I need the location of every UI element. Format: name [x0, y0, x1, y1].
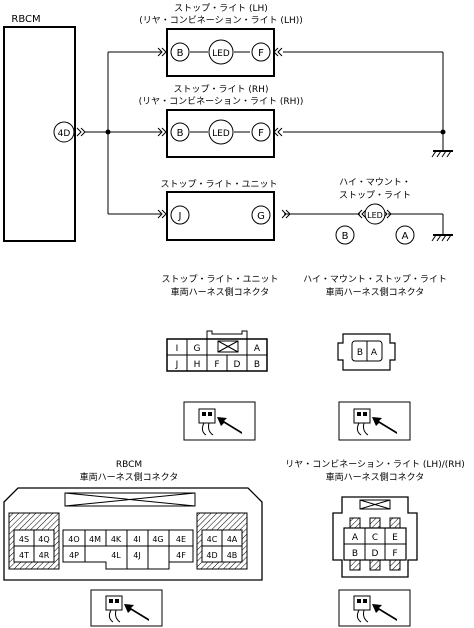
rh-led: LED [212, 129, 230, 139]
connector-view-icon-3 [90, 589, 163, 627]
connector-view-icon-4 [338, 589, 411, 627]
rbcm-pin-4i: 4I [133, 535, 140, 544]
rbcm-connector-subtitle: 車両ハーネス側コネクタ [80, 471, 179, 483]
lh-led: LED [212, 49, 230, 59]
stop-light-rh: ストップ・ライト (RH) (リヤ・コンビネーション・ライト (RH)) B L… [139, 84, 304, 158]
su-pin-a: A [254, 344, 261, 354]
su-pin-f: F [214, 360, 219, 370]
rbcm-connector-title: RBCM [116, 460, 142, 470]
stop-light-lh-subtitle: (リヤ・コンビネーション・ライト (LH)) [139, 15, 303, 26]
high-mount-connector: ハイ・マウント・ストップ・ライト 車両ハーネス側コネクタ B A [303, 274, 447, 371]
connector-view-icon [183, 401, 256, 441]
stop-unit-connector-title: ストップ・ライト・ユニット [161, 274, 278, 285]
rear-combination-connector: リヤ・コンビネーション・ライト (LH)/(RH) 車両ハーネス側コネクタ A … [285, 459, 465, 578]
rbcm-pin-4t: 4T [19, 551, 29, 560]
high-mount-connector-title: ハイ・マウント・ストップ・ライト [303, 274, 447, 285]
rbcm-pin-4e: 4E [176, 535, 186, 544]
rbcm-pin-4b: 4B [227, 551, 238, 560]
unit-pin-g: G [257, 211, 265, 222]
hm-pin-b: B [357, 348, 363, 358]
stop-light-unit-title: ストップ・ライト・ユニット [160, 179, 277, 190]
rbcm-pin-4p: 4P [69, 551, 79, 560]
rc-pin-e: E [392, 533, 398, 543]
rbcm-pin-4s: 4S [19, 535, 29, 544]
high-mount-title-2: ストップ・ライト [339, 190, 411, 201]
rc-pin-a: A [352, 533, 359, 543]
rc-pin-d: D [372, 549, 379, 559]
stop-light-unit-connector: ストップ・ライト・ユニット 車両ハーネス側コネクタ I G A J H F D … [161, 274, 279, 372]
rbcm-pin-4q: 4Q [38, 535, 49, 544]
su-pin-i: I [176, 344, 179, 354]
rbcm-connector: RBCM 車両ハーネス側コネクタ 4S 4Q 4T 4R 4O 4M 4K 4I… [3, 460, 263, 581]
high-mount-pin-a: A [402, 231, 409, 242]
rbcm-label: RBCM [11, 14, 40, 25]
rbcm-pin-4j: 4J [133, 551, 140, 560]
rbcm-pin-4g: 4G [152, 535, 163, 544]
rbcm-pin-4d: 4D [206, 551, 217, 560]
su-pin-g: G [194, 344, 201, 354]
su-pin-d: D [234, 360, 241, 370]
rh-pin-b: B [177, 128, 184, 139]
connector-view-icon-2 [338, 401, 411, 441]
high-mount-stop-light: ハイ・マウント・ ストップ・ライト LED B A [335, 177, 415, 245]
ground-icon-2 [431, 234, 453, 242]
su-pin-j: J [175, 360, 179, 370]
ground-icon [431, 150, 453, 158]
su-pin-h: H [194, 360, 201, 370]
stop-light-rh-subtitle: (リヤ・コンビネーション・ライト (RH)) [139, 96, 304, 107]
high-mount-connector-subtitle: 車両ハーネス側コネクタ [326, 286, 425, 298]
rear-combo-connector-title: リヤ・コンビネーション・ライト (LH)/(RH) [285, 459, 465, 470]
rc-pin-f: F [392, 549, 397, 559]
rbcm-pin-4f: 4F [176, 551, 186, 560]
rbcm-pin-4a: 4A [227, 535, 238, 544]
high-mount-led: LED [367, 211, 383, 220]
su-pin-b: B [254, 360, 260, 370]
stop-light-lh-title: ストップ・ライト (LH) [174, 3, 268, 14]
unit-pin-j: J [178, 211, 182, 222]
rear-combo-connector-subtitle: 車両ハーネス側コネクタ [326, 471, 425, 483]
rbcm-pin-4l: 4L [111, 551, 121, 560]
rc-pin-b: B [352, 549, 358, 559]
stop-light-unit: ストップ・ライト・ユニット J G [160, 179, 278, 241]
junction-dots [105, 129, 446, 135]
rbcm-pin-4r: 4R [39, 551, 50, 560]
rbcm-pin-4m: 4M [89, 535, 101, 544]
rc-pin-c: C [372, 533, 378, 543]
lh-pin-b: B [177, 48, 184, 59]
rbcm-pin-4c: 4C [207, 535, 218, 544]
stop-light-lh: ストップ・ライト (LH) (リヤ・コンビネーション・ライト (LH)) B L… [139, 3, 303, 77]
stop-light-rh-title: ストップ・ライト (RH) [174, 84, 269, 95]
rbcm-module: RBCM 4D [3, 14, 76, 242]
rbcm-pin-4o: 4O [68, 535, 79, 544]
stop-unit-connector-subtitle: 車両ハーネス側コネクタ [171, 286, 270, 298]
rbcm-pin-4k: 4K [111, 535, 122, 544]
wiring [76, 51, 444, 234]
high-mount-pin-b: B [342, 231, 349, 242]
lh-pin-f: F [258, 48, 264, 59]
rbcm-terminal-4d: 4D [58, 129, 71, 139]
hm-pin-a: A [371, 348, 378, 358]
high-mount-title-1: ハイ・マウント・ [339, 177, 411, 188]
rh-pin-f: F [258, 128, 264, 139]
